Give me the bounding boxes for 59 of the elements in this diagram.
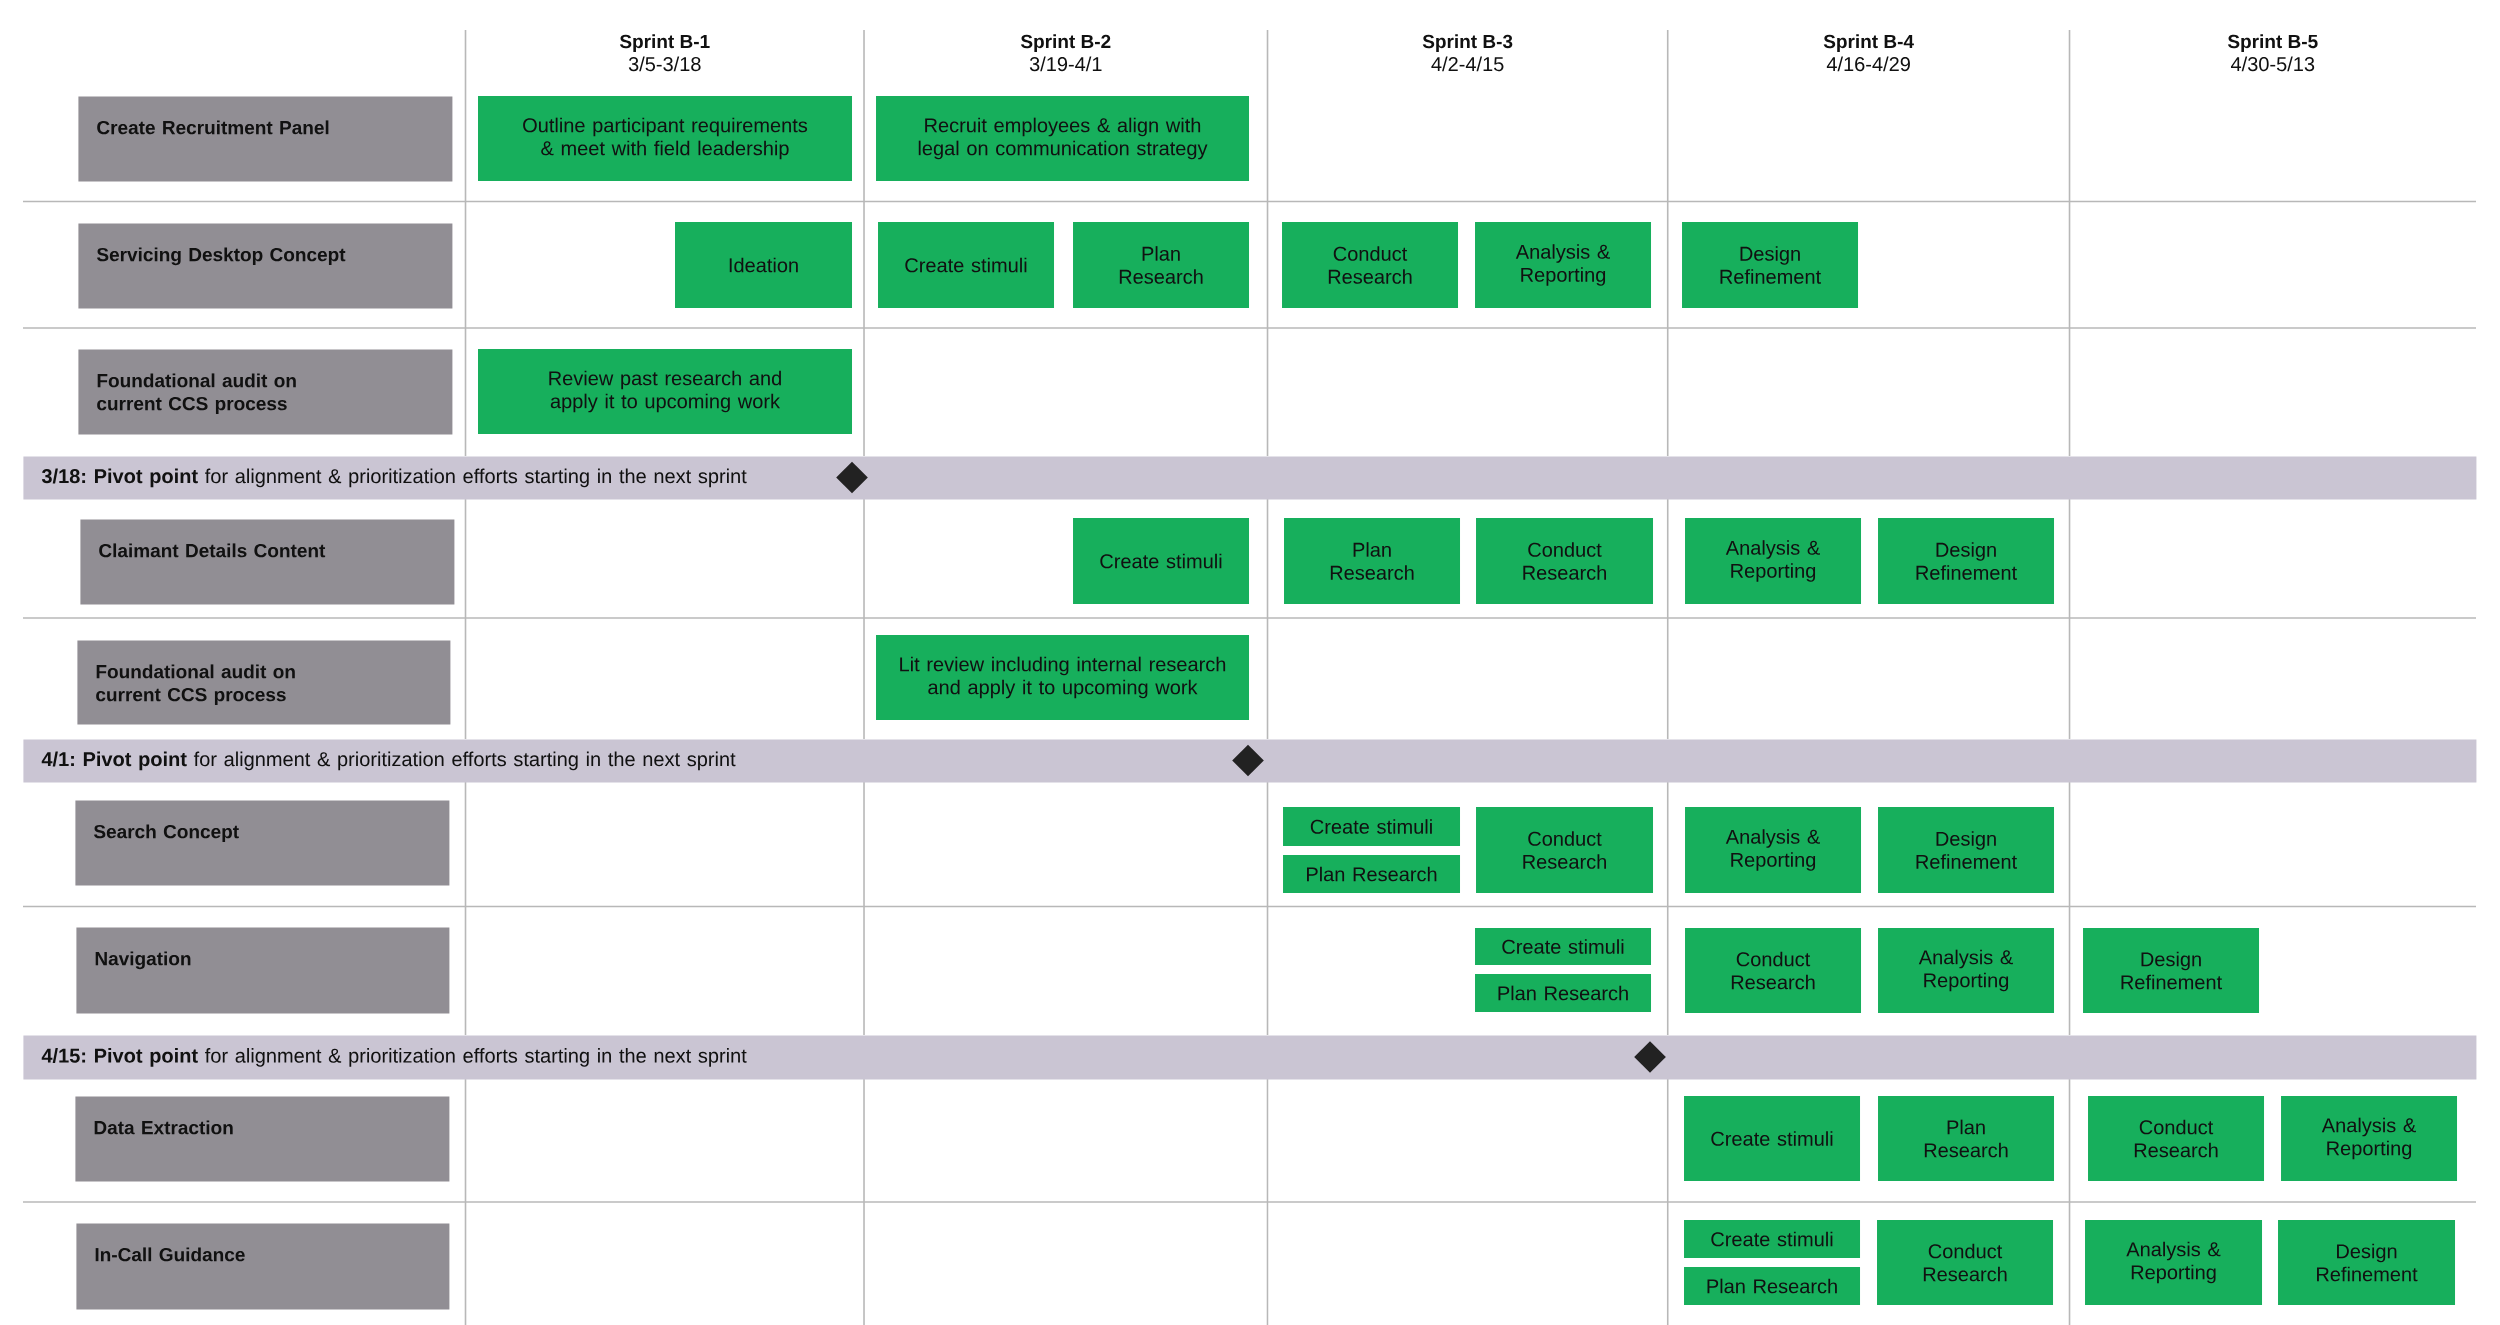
task-box: Conduct Research	[1282, 222, 1458, 308]
row-label-box: Servicing Desktop Concept	[78, 223, 453, 309]
task-box: Conduct Research	[2088, 1096, 2264, 1181]
milestone-diamond	[1634, 1041, 1666, 1073]
sprint-title: Sprint B-3	[1422, 34, 1513, 52]
milestone-diamond	[1232, 744, 1264, 777]
sprint-dates: 4/16-4/29	[1826, 56, 1910, 72]
task-box: Review past research and apply it to upcoming work	[478, 349, 852, 434]
milestone-band: 3/18: Pivot point for alignment & prioritization efforts starting in the next sprint	[23, 456, 2477, 500]
task-box: Conduct Research	[1685, 928, 1861, 1013]
task-box: Design Refinement	[2083, 928, 2259, 1013]
task-box: Plan Research	[1073, 222, 1249, 308]
sprint-dates: 3/19-4/1	[1029, 56, 1102, 72]
task-box: Ideation	[675, 222, 852, 308]
row-label-box: Navigation	[76, 927, 450, 1014]
task-box: Analysis & Reporting	[1475, 222, 1651, 308]
row-label-box: Search Concept	[75, 800, 450, 886]
task-box: Plan Research	[1283, 855, 1460, 893]
task-box: Design Refinement	[1682, 222, 1858, 308]
milestone-diamond	[836, 461, 868, 494]
sprint-dates: 4/30-5/13	[2231, 56, 2315, 72]
task-box: Plan Research	[1284, 518, 1460, 604]
task-box: Create stimuli	[1283, 807, 1460, 846]
sprint-title: Sprint B-1	[619, 34, 710, 52]
sprint-title: Sprint B-2	[1020, 34, 1111, 52]
task-box: Outline participant requirements & meet with field leadership	[478, 96, 852, 181]
task-box: Create stimuli	[1684, 1220, 1860, 1258]
row-label-box: Data Extraction	[75, 1096, 450, 1182]
milestone-band: 4/15: Pivot point for alignment & prioritization efforts starting in the next sprint	[23, 1035, 2477, 1080]
task-box: Conduct Research	[1877, 1220, 2054, 1305]
task-box: Analysis & Reporting	[1685, 518, 1861, 604]
task-box: Design Refinement	[1878, 518, 2054, 604]
row-label-box: In-Call Guidance	[76, 1223, 450, 1310]
task-box: Analysis & Reporting	[1878, 928, 2054, 1013]
task-box: Conduct Research	[1476, 807, 1653, 893]
task-box: Plan Research	[1684, 1267, 1860, 1305]
task-box: Create stimuli	[1684, 1096, 1860, 1181]
sprint-title: Sprint B-5	[2227, 34, 2318, 52]
task-box: Conduct Research	[1476, 518, 1653, 604]
row-label-box: Create Recruitment Panel	[78, 96, 453, 182]
task-box: Create stimuli	[1475, 928, 1651, 965]
sprint-dates: 3/5-3/18	[628, 56, 701, 72]
task-box: Recruit employees & align with legal on communication strategy	[876, 96, 1249, 181]
task-box: Plan Research	[1878, 1096, 2054, 1181]
task-box: Analysis & Reporting	[1685, 807, 1861, 893]
task-box: Create stimuli	[1073, 518, 1249, 604]
row-label-box: Foundational audit on current CCS process	[77, 640, 451, 725]
row-label-box: Claimant Details Content	[80, 519, 455, 605]
sprint-title: Sprint B-4	[1823, 34, 1914, 52]
task-box: Lit review including internal research and apply it to upcoming work	[876, 635, 1249, 720]
task-box: Design Refinement	[2278, 1220, 2456, 1305]
row-label-box: Foundational audit on current CCS process	[78, 349, 453, 435]
task-box: Analysis & Reporting	[2085, 1220, 2262, 1305]
task-box: Create stimuli	[878, 222, 1054, 308]
task-box: Design Refinement	[1878, 807, 2054, 893]
task-box: Analysis & Reporting	[2281, 1096, 2458, 1181]
sprint-dates: 4/2-4/15	[1431, 56, 1504, 72]
task-box: Plan Research	[1475, 974, 1651, 1012]
milestone-band: 4/1: Pivot point for alignment & prioritization efforts starting in the next sprint	[23, 739, 2477, 783]
